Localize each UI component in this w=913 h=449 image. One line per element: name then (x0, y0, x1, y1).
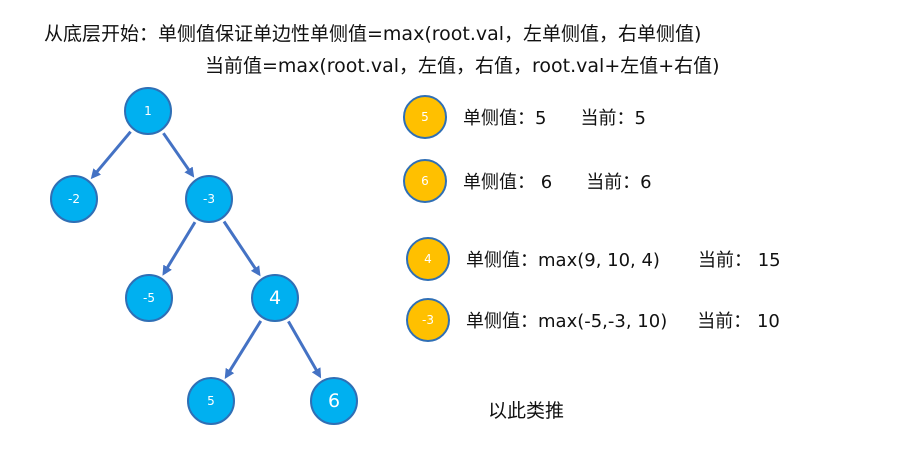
legend-single-value: 单侧值：max(9, 10, 4) (466, 250, 660, 271)
tree-node-label: 1 (144, 104, 152, 118)
tree-edge-nm3-n4 (222, 220, 261, 277)
tree-node-circle (187, 377, 235, 425)
tree-node-label: -2 (68, 192, 80, 206)
legend-row-node-4: 4 单侧值：max(9, 10, 4) 当前： 15 (406, 237, 781, 281)
tree-edges (90, 130, 322, 379)
tree-node-circle (310, 377, 358, 425)
tree-edge-nm3-nm5 (162, 221, 197, 276)
tree-node-circle (251, 274, 299, 322)
legend-single-value: 单侧值： 6 (463, 172, 553, 193)
legend-badge: -3 (406, 298, 450, 342)
legend-current-value: 当前：5 (580, 108, 646, 129)
tree-node-label: 4 (269, 287, 281, 309)
legend-current-value: 当前： 15 (697, 250, 781, 271)
legend-badge: 6 (403, 159, 447, 203)
tree-node-n5: 5 (187, 377, 235, 425)
legend-row-node-minus-3: -3 单侧值：max(-5,-3, 10) 当前： 10 (406, 298, 780, 342)
legend-single-value: 单侧值：max(-5,-3, 10) (466, 311, 668, 332)
tree-node-circle (50, 175, 98, 223)
tree-node-label: 6 (328, 390, 340, 412)
tree-edge-n4-n6 (287, 320, 322, 379)
tree-nodes: 1 -2 -3 -5 4 5 6 (50, 87, 358, 425)
tree-node-label: -5 (143, 291, 155, 305)
tree-node-circle (124, 87, 172, 135)
tree-edge-n1-nm2 (90, 130, 132, 180)
tree-node-circle (185, 175, 233, 223)
legend-badge: 4 (406, 237, 450, 281)
legend-current-value: 当前：6 (586, 172, 652, 193)
tree-edge-n1-nm3 (162, 132, 195, 178)
tree-node-nm5: -5 (125, 274, 173, 322)
legend-single-value: 单侧值：5 (463, 108, 547, 129)
legend-current-value: 当前： 10 (697, 311, 780, 332)
tree-node-nm2: -2 (50, 175, 98, 223)
tree-node-n1: 1 (124, 87, 172, 135)
legend-row-node-5: 5 单侧值：5 当前：5 (403, 95, 646, 139)
tree-edge-n4-n5 (224, 320, 263, 379)
legend-row-node-6: 6 单侧值： 6 当前：6 (403, 159, 652, 203)
tree-node-n4: 4 (251, 274, 299, 322)
footer-note: 以此类推 (488, 400, 565, 422)
title-line-1: 从底层开始：单侧值保证单边性单侧值=max(root.val，左单侧值，右单侧值… (44, 23, 702, 45)
tree-node-n6: 6 (310, 377, 358, 425)
title-line-2: 当前值=max(root.val，左值，右值，root.val+左值+右值) (205, 55, 720, 77)
tree-node-label: 5 (207, 394, 215, 408)
legend-badge: 5 (403, 95, 447, 139)
tree-node-circle (125, 274, 173, 322)
tree-node-nm3: -3 (185, 175, 233, 223)
tree-node-label: -3 (203, 192, 215, 206)
